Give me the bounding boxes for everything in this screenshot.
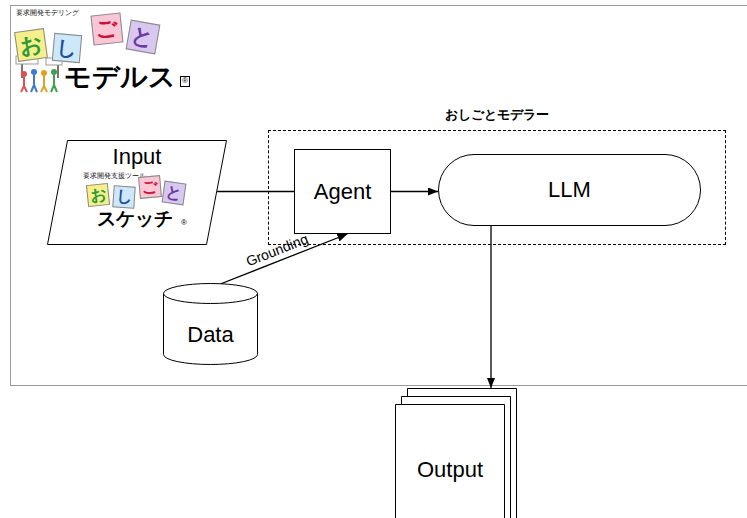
group-heading: おしごとモデラー [445,108,549,123]
logo-card: と [162,181,187,206]
node-label: Data [187,322,233,347]
document-stack: Output [393,388,519,518]
group-box: おしごとモデラーAgentLLM [268,130,726,245]
node-label: Output [417,457,483,482]
input-parallelogram: Input 要求開発支援ツールおしごとスケッチ ® [47,140,227,245]
logo-card: と [126,20,161,55]
logo-card: し [52,33,82,63]
document-page [396,405,505,518]
registered-mark: ® [180,76,190,87]
logo-card: お [86,183,110,207]
outer-frame [11,6,747,386]
logo-tagline: 要求開発モデリング [16,9,79,17]
node-label: Agent [314,179,372,204]
process-box: Agent [294,149,391,234]
registered-mark: ® [181,218,187,227]
input-label: Input [47,144,227,169]
shape-outline [393,388,519,518]
connector [490,226,491,388]
tool-tagline: 要求開発支援ツール [83,172,146,180]
logo-word: モデルス [64,62,176,93]
node-label: LLM [548,177,591,202]
logo-card: ご [91,13,124,46]
logo-card: ご [138,175,162,199]
cylinder-top [164,284,258,304]
logo-word: スケッチ [97,208,173,230]
connector [391,191,438,192]
terminal-pill: LLM [438,154,701,226]
logo-card: し [112,185,135,208]
cylinder-body [164,294,258,365]
connector [217,191,294,192]
logo-card: お [14,28,48,62]
parallelogram-outline [48,141,227,245]
edge-label: Grounding [244,230,311,269]
database-cylinder: Data [163,283,258,365]
people-figures [16,56,62,92]
